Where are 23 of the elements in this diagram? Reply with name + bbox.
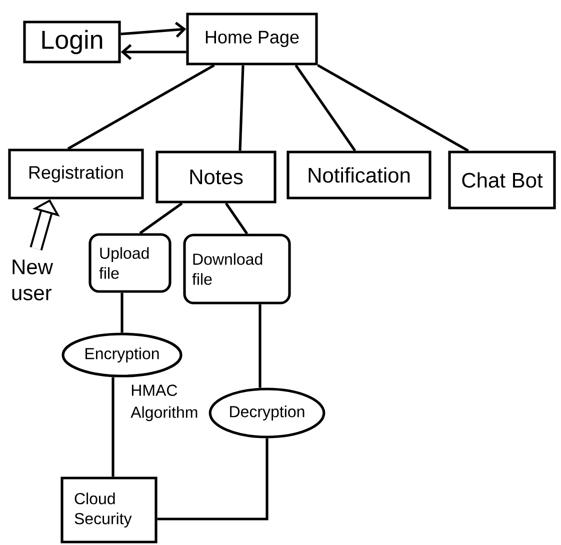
edge-label: HMAC Algorithm [130,384,198,422]
connector-line [294,64,356,152]
action-box: Download file [183,234,291,304]
user-label: New user [12,260,54,300]
action-box: Upload file [88,233,172,293]
connector-line [139,202,183,234]
connector-line [238,65,244,151]
page-box: Registration [8,148,144,200]
page-box: Chat Bot [448,150,556,210]
page-box: Home Page [186,12,318,66]
login-box: Login [23,20,121,64]
storage-box: Cloud Security [60,476,158,544]
page-box: Notes [156,150,276,204]
connector-line [67,64,215,150]
connector-line [258,304,262,388]
arrow [120,44,186,60]
connector-line [224,202,248,234]
connector-line [120,292,124,333]
connector-line [112,377,114,477]
page-box: Notification [286,150,432,200]
connector-line [157,438,268,520]
connector-line [317,64,469,152]
arrow [120,22,186,38]
